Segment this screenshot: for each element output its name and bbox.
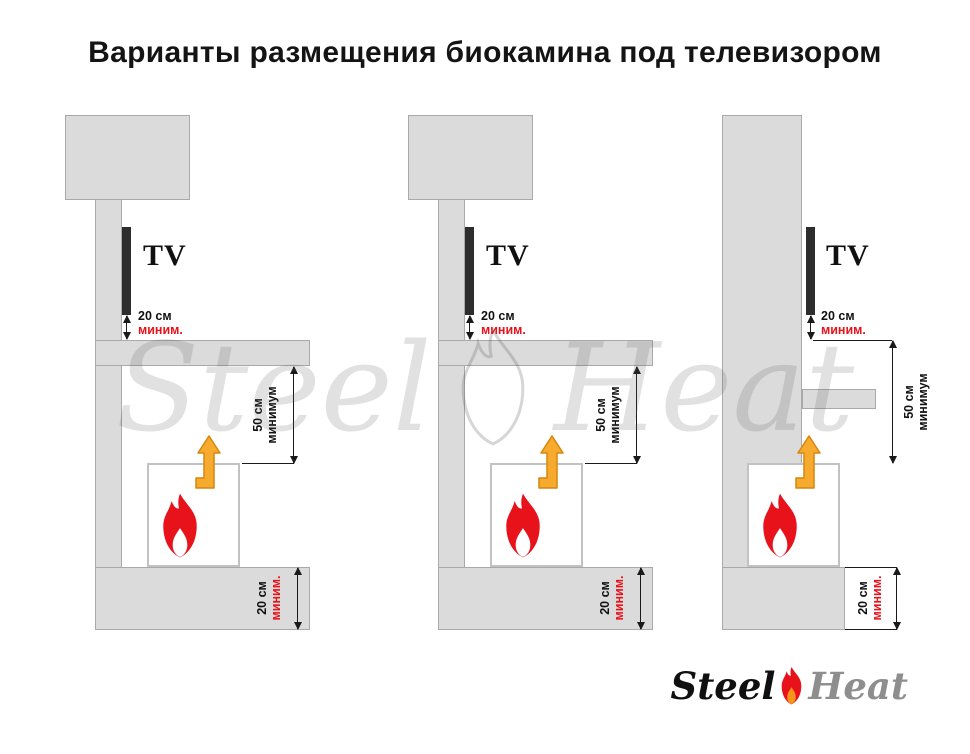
- shelf-gap-qualifier: минимум: [608, 386, 622, 444]
- base-dimension-label: 20 см миним.: [856, 563, 884, 633]
- page-title: Варианты размещения биокамина под телеви…: [88, 36, 882, 69]
- wall-top-slab: [408, 115, 533, 200]
- shelf-gap-dimension-line: [290, 366, 298, 464]
- tv-gap-dimension-label: 20 см миним.: [138, 309, 183, 337]
- diagram-variant-1: TV 20 см миним. 50 см минимум 20 см мини…: [65, 115, 310, 637]
- base-dimension-label: 20 см миним.: [598, 563, 626, 633]
- shelf-gap-dimension-line: [633, 366, 641, 464]
- tv-screen: [122, 227, 131, 315]
- tv-gap-value: 20 см: [481, 309, 515, 323]
- tv-gap-dimension-line: [807, 315, 815, 340]
- shelf-gap-dimension-label: 50 см минимум: [901, 352, 931, 452]
- tv-gap-qualifier: миним.: [481, 323, 526, 337]
- fireplace-box: [490, 463, 583, 567]
- tv-screen: [465, 227, 474, 315]
- tv-gap-dimension-line: [466, 315, 474, 340]
- diagram-variant-2: TV 20 см миним. 50 см минимум 20 см мини…: [408, 115, 653, 637]
- base-qualifier: миним.: [269, 575, 283, 621]
- heat-flow-arrow-icon: [795, 435, 821, 489]
- wall-base: [95, 567, 310, 630]
- shelf-gap-dimension-label: 50 см минимум: [250, 365, 280, 465]
- wall-spine: [438, 199, 465, 568]
- wall-shelf: [438, 340, 653, 366]
- tv-gap-dimension-label: 20 см миним.: [481, 309, 526, 337]
- wall-top-slab: [65, 115, 190, 200]
- base-value: 20 см: [255, 581, 269, 615]
- extension-line: [845, 567, 897, 568]
- shelf-gap-value: 50 см: [902, 385, 916, 419]
- tv-gap-qualifier: миним.: [138, 323, 183, 337]
- shelf-gap-dimension-line: [889, 340, 897, 464]
- wall-shelf-protrusion: [802, 389, 876, 409]
- fireplace-box: [747, 463, 840, 567]
- tv-gap-dimension-label: 20 см миним.: [821, 309, 866, 337]
- wall-spine: [95, 199, 122, 568]
- shelf-gap-value: 50 см: [251, 398, 265, 432]
- wall-base: [438, 567, 653, 630]
- logo-steel-text: Steel: [670, 664, 776, 708]
- shelf-gap-qualifier: минимум: [265, 386, 279, 444]
- tv-label: TV: [143, 239, 187, 272]
- tv-screen: [806, 227, 815, 315]
- logo-flame-icon: [782, 666, 802, 705]
- wall-shelf: [95, 340, 310, 366]
- base-dimension-label: 20 см миним.: [255, 563, 283, 633]
- tv-label: TV: [486, 239, 530, 272]
- tv-gap-value: 20 см: [138, 309, 172, 323]
- flame-icon: [763, 493, 797, 558]
- shelf-gap-value: 50 см: [594, 398, 608, 432]
- base-value: 20 см: [598, 581, 612, 615]
- heat-flow-arrow-icon: [538, 435, 564, 489]
- base-dimension-line: [294, 567, 302, 630]
- heat-flow-arrow-icon: [195, 435, 221, 489]
- shelf-gap-qualifier: минимум: [916, 373, 930, 431]
- base-dimension-line: [893, 567, 901, 630]
- extension-line: [242, 463, 294, 464]
- extension-line: [585, 463, 637, 464]
- tv-gap-qualifier: миним.: [821, 323, 866, 337]
- flame-icon: [506, 493, 540, 558]
- flame-icon: [163, 493, 197, 558]
- base-dimension-line: [637, 567, 645, 630]
- tv-gap-value: 20 см: [821, 309, 855, 323]
- brand-logo: Steel Heat: [670, 664, 908, 708]
- extension-line: [813, 340, 892, 341]
- tv-gap-dimension-line: [123, 315, 131, 340]
- logo-heat-text: Heat: [808, 664, 908, 708]
- base-value: 20 см: [856, 581, 870, 615]
- fireplace-box: [147, 463, 240, 567]
- extension-line: [845, 629, 897, 630]
- diagram-variant-3: TV 20 см миним. 50 см минимум 20 см мини…: [720, 115, 965, 637]
- base-qualifier: миним.: [870, 575, 884, 621]
- tv-label: TV: [826, 239, 870, 272]
- shelf-gap-dimension-label: 50 см минимум: [593, 365, 623, 465]
- wall-base: [722, 567, 845, 630]
- base-qualifier: миним.: [612, 575, 626, 621]
